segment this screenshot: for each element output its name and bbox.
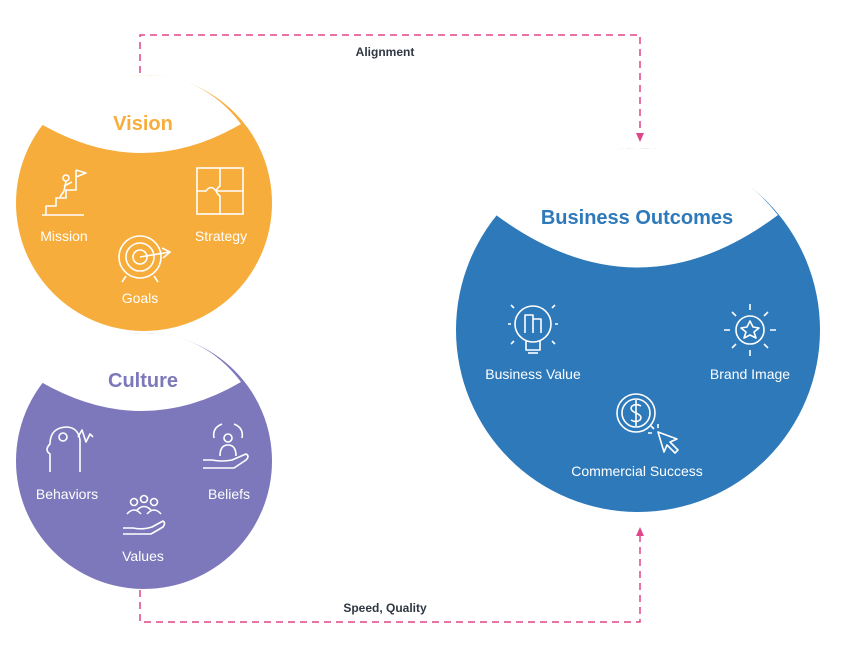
- alignment-connector: [139, 34, 641, 137]
- speed-quality-connector: [139, 532, 641, 623]
- outcomes-title-cap: [496, 148, 778, 268]
- culture-title-cap: [41, 333, 241, 411]
- outcomes-title: Business Outcomes: [540, 207, 734, 229]
- values-label: Values: [122, 548, 164, 564]
- connector-lines: [139, 34, 641, 623]
- target-icon: [118, 235, 172, 283]
- dollar-cursor-icon: [616, 393, 679, 454]
- beliefs-label: Beliefs: [207, 486, 251, 502]
- brand-image-label: Brand Image: [709, 366, 791, 382]
- business-value-label: Business Value: [485, 366, 581, 382]
- commercial-success-label: Commercial Success: [571, 463, 703, 479]
- hand-person-icon: [203, 423, 249, 469]
- head-profile-icon: [46, 426, 94, 472]
- vision-title: Vision: [113, 113, 173, 135]
- culture-title: Culture: [108, 370, 178, 392]
- climber-flag-icon: [42, 169, 87, 216]
- behaviors-label: Behaviors: [35, 486, 99, 502]
- goals-label: Goals: [121, 290, 159, 306]
- lightbulb-building-icon: [508, 304, 558, 354]
- speed-quality-arrowhead: [636, 527, 644, 536]
- mission-label: Mission: [40, 228, 88, 244]
- puzzle-icon: [196, 167, 244, 215]
- alignment-label: Alignment: [355, 45, 415, 59]
- speed-quality-label: Speed, Quality: [343, 601, 427, 615]
- star-badge-icon: [724, 304, 776, 356]
- vision-title-cap: [41, 75, 241, 153]
- alignment-arrowhead: [636, 133, 644, 142]
- strategy-label: Strategy: [194, 228, 248, 244]
- people-hand-icon: [123, 494, 166, 535]
